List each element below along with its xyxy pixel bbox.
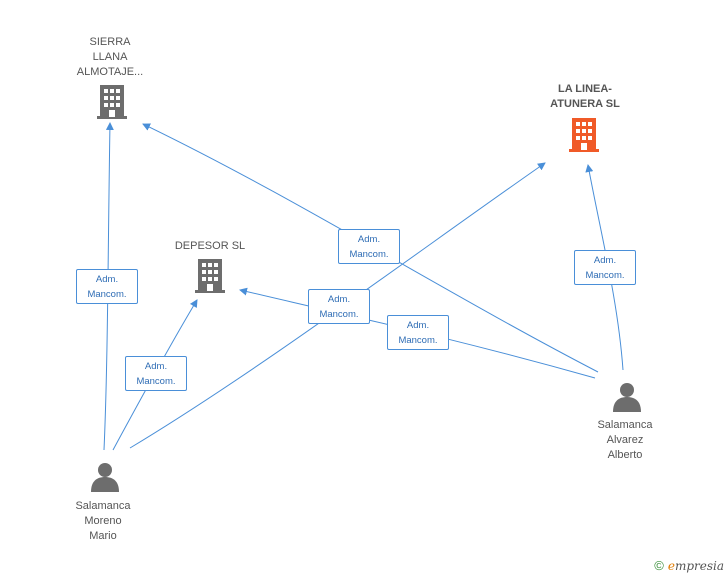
edge-label-line: Mancom. [349, 248, 389, 260]
brand-logo-text: mpresia [674, 559, 724, 573]
edge-label-line: Mancom. [319, 308, 359, 320]
building-icon [195, 259, 225, 293]
edge-label-line: Adm. [593, 254, 617, 266]
person-label-line: Moreno [84, 515, 122, 527]
edge-label-line: Mancom. [398, 334, 438, 346]
edge-label-alberto-linea[interactable]: Adm. Mancom. [574, 250, 636, 285]
edge-label-line: Mancom. [136, 375, 176, 387]
edge-label-alberto-sierra[interactable]: Adm. Mancom. [338, 229, 400, 264]
company-label-depesor[interactable]: DEPESOR SL [160, 239, 260, 254]
person-label-line: Salamanca [75, 500, 131, 512]
edge-label-line: Adm. [95, 273, 119, 285]
edge-label-alberto-depesor[interactable]: Adm. Mancom. [387, 315, 449, 350]
building-icon [569, 118, 599, 152]
person-label-line: Alberto [607, 449, 643, 461]
company-label-line: LA LINEA- [558, 83, 612, 95]
edge-label-line: Adm. [406, 319, 430, 331]
company-label-sierra[interactable]: SIERRA LLANA ALMOTAJE... [60, 35, 160, 80]
footer-brand[interactable]: ©empresia [654, 558, 724, 573]
person-label-line: Salamanca [597, 419, 653, 431]
edge-label-line: Mancom. [585, 269, 625, 281]
edge-label-mario-sierra[interactable]: Adm. Mancom. [76, 269, 138, 304]
person-label-alberto[interactable]: Salamanca Alvarez Alberto [575, 418, 675, 463]
edge-label-line: Adm. [357, 233, 381, 245]
person-icon [613, 383, 641, 412]
company-label-line: ALMOTAJE... [76, 66, 144, 78]
company-label-line: LLANA [92, 51, 128, 63]
company-label-line: DEPESOR SL [174, 240, 246, 252]
edge-label-mario-depesor[interactable]: Adm. Mancom. [125, 356, 187, 391]
company-label-line: ATUNERA SL [550, 98, 620, 110]
edge-label-line: Adm. [327, 293, 351, 305]
person-label-mario[interactable]: Salamanca Moreno Mario [53, 499, 153, 544]
edge-label-mario-linea[interactable]: Adm. Mancom. [308, 289, 370, 324]
copyright-icon: © [654, 558, 664, 573]
edge-label-line: Adm. [144, 360, 168, 372]
person-label-line: Alvarez [606, 434, 644, 446]
brand-logo-e: e [667, 559, 675, 573]
edge-label-line: Mancom. [87, 288, 127, 300]
person-icon [91, 463, 119, 492]
building-icon [97, 85, 127, 119]
company-label-line: SIERRA [89, 36, 131, 48]
person-label-line: Mario [89, 530, 117, 542]
company-label-linea[interactable]: LA LINEA- ATUNERA SL [530, 82, 640, 112]
